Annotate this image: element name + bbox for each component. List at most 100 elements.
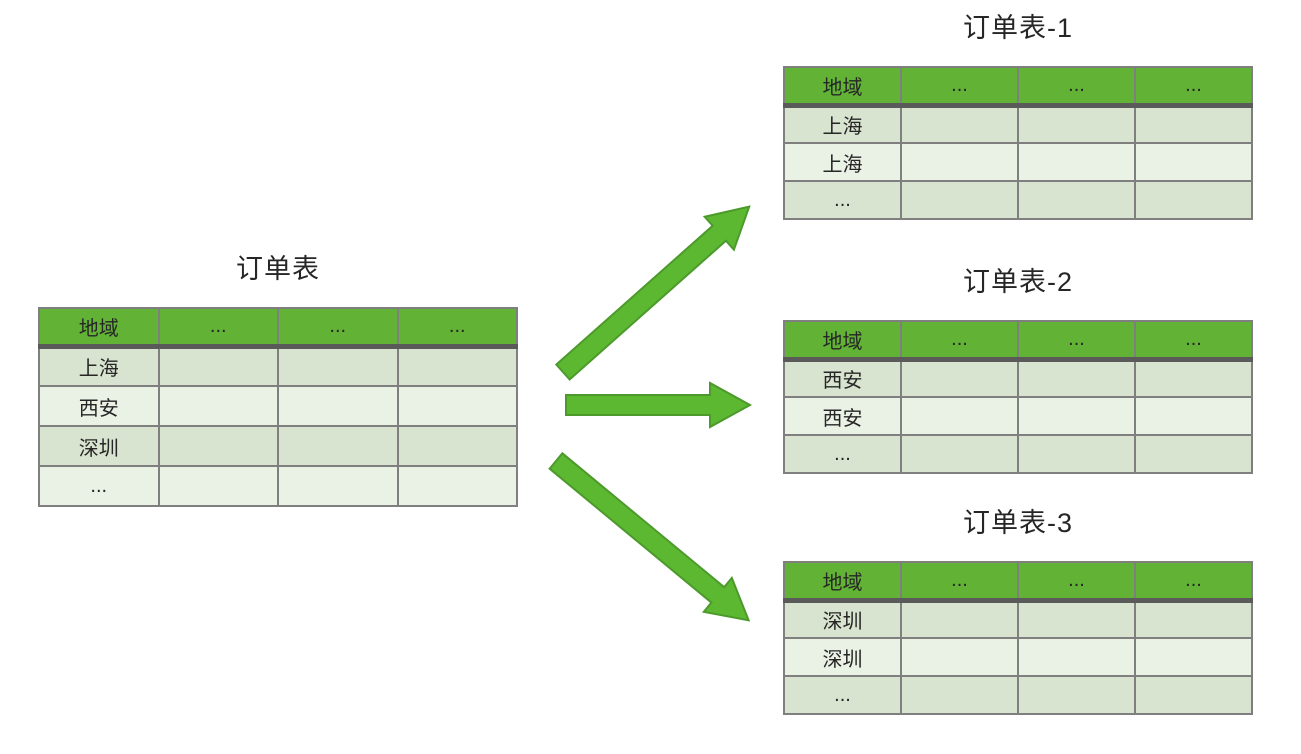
empty-cell (900, 675, 1019, 715)
empty-cell (900, 104, 1019, 144)
shard-2-block: 订单表-2 地域 ... ... ... 西安 西安 (783, 262, 1253, 474)
header-row: 地域 ... ... ... (783, 320, 1253, 362)
shard-1-block: 订单表-1 地域 ... ... ... 上海 上海 (783, 8, 1253, 220)
header-cell-ellipsis: ... (900, 320, 1019, 362)
shard-3-title: 订单表-3 (962, 508, 1073, 538)
table-row: ... (783, 180, 1253, 220)
header-cell-ellipsis: ... (396, 307, 518, 349)
empty-cell (1017, 637, 1136, 677)
empty-cell (1017, 358, 1136, 398)
empty-cell (157, 345, 279, 387)
header-row: 地域 ... ... ... (783, 66, 1253, 108)
header-cell-region: 地域 (783, 320, 902, 362)
header-cell-region: 地域 (38, 307, 160, 349)
empty-cell (1134, 180, 1253, 220)
arrow-to-shard-1-icon (554, 205, 751, 381)
empty-cell (277, 385, 399, 427)
table-row: 西安 (38, 385, 518, 427)
region-cell: 西安 (783, 358, 902, 398)
source-table: 地域 ... ... ... 上海 西安 (38, 307, 518, 507)
empty-cell (1017, 142, 1136, 182)
shard-2-table: 地域 ... ... ... 西安 西安 (783, 320, 1253, 474)
header-row: 地域 ... ... ... (783, 561, 1253, 603)
header-cell-ellipsis: ... (1134, 561, 1253, 603)
empty-cell (157, 385, 279, 427)
empty-cell (900, 637, 1019, 677)
empty-cell (900, 180, 1019, 220)
region-cell: 上海 (38, 345, 160, 387)
header-cell-ellipsis: ... (1017, 320, 1136, 362)
empty-cell (1134, 599, 1253, 639)
table-row: 深圳 (783, 637, 1253, 677)
empty-cell (1134, 396, 1253, 436)
header-cell-ellipsis: ... (1134, 320, 1253, 362)
region-cell: 深圳 (38, 425, 160, 467)
table-row: 上海 (783, 104, 1253, 144)
empty-cell (900, 396, 1019, 436)
empty-cell (1134, 104, 1253, 144)
region-cell: 西安 (38, 385, 160, 427)
shard-1-title: 订单表-1 (962, 13, 1073, 43)
region-cell: 西安 (783, 396, 902, 436)
region-cell: ... (783, 675, 902, 715)
table-row: 深圳 (38, 425, 518, 467)
empty-cell (1017, 675, 1136, 715)
empty-cell (900, 599, 1019, 639)
source-table-block: 订单表 地域 ... ... ... 上海 西安 (38, 249, 518, 507)
header-cell-ellipsis: ... (1017, 561, 1136, 603)
empty-cell (1017, 180, 1136, 220)
shard-3-block: 订单表-3 地域 ... ... ... 深圳 深圳 (783, 503, 1253, 715)
empty-cell (396, 465, 518, 507)
region-cell: ... (783, 434, 902, 474)
table-row: 上海 (38, 345, 518, 387)
arrow-to-shard-3-icon (548, 451, 751, 622)
table-row: 深圳 (783, 599, 1253, 639)
empty-cell (396, 385, 518, 427)
region-cell: ... (783, 180, 902, 220)
header-cell-ellipsis: ... (277, 307, 399, 349)
region-cell: 深圳 (783, 599, 902, 639)
empty-cell (1134, 434, 1253, 474)
empty-cell (1017, 104, 1136, 144)
table-row: ... (783, 434, 1253, 474)
region-cell: ... (38, 465, 160, 507)
source-table-title: 订单表 (236, 254, 320, 284)
empty-cell (277, 345, 399, 387)
empty-cell (1134, 675, 1253, 715)
region-cell: 上海 (783, 142, 902, 182)
empty-cell (1017, 434, 1136, 474)
empty-cell (157, 425, 279, 467)
header-cell-ellipsis: ... (1134, 66, 1253, 108)
empty-cell (396, 425, 518, 467)
table-row: ... (38, 465, 518, 507)
empty-cell (900, 142, 1019, 182)
empty-cell (900, 358, 1019, 398)
empty-cell (1134, 637, 1253, 677)
empty-cell (277, 425, 399, 467)
header-cell-region: 地域 (783, 66, 902, 108)
arrow-to-shard-2-icon (565, 381, 753, 429)
empty-cell (396, 345, 518, 387)
shard-1-table: 地域 ... ... ... 上海 上海 (783, 66, 1253, 220)
header-cell-ellipsis: ... (157, 307, 279, 349)
empty-cell (1134, 358, 1253, 398)
table-row: 西安 (783, 358, 1253, 398)
table-row: ... (783, 675, 1253, 715)
empty-cell (900, 434, 1019, 474)
table-row: 西安 (783, 396, 1253, 436)
empty-cell (1017, 396, 1136, 436)
header-row: 地域 ... ... ... (38, 307, 518, 349)
header-cell-region: 地域 (783, 561, 902, 603)
header-cell-ellipsis: ... (900, 561, 1019, 603)
empty-cell (1134, 142, 1253, 182)
shard-3-table: 地域 ... ... ... 深圳 深圳 (783, 561, 1253, 715)
region-cell: 上海 (783, 104, 902, 144)
empty-cell (277, 465, 399, 507)
empty-cell (1017, 599, 1136, 639)
header-cell-ellipsis: ... (900, 66, 1019, 108)
shard-2-title: 订单表-2 (962, 267, 1073, 297)
table-row: 上海 (783, 142, 1253, 182)
region-cell: 深圳 (783, 637, 902, 677)
empty-cell (157, 465, 279, 507)
